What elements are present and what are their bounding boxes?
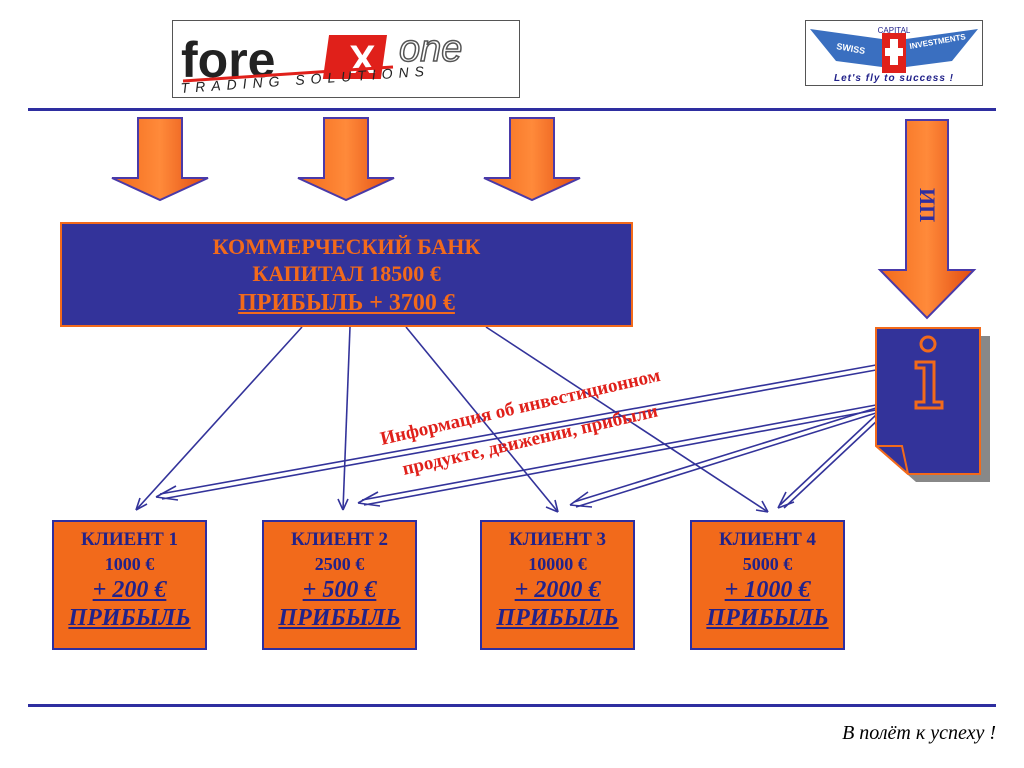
client-name: КЛИЕНТ 2	[290, 529, 389, 550]
ip-down-arrow	[877, 119, 977, 320]
client-profit-label: ПРИБЫЛЬ	[278, 605, 401, 631]
bank-to-client-lines	[135, 326, 769, 513]
bank-profit: ПРИБЫЛЬ + 3700 €	[238, 290, 455, 316]
forexone-logo: fore X one TRADING SOLUTIONS	[172, 20, 520, 98]
bank-line-client-4	[485, 326, 769, 513]
client-profit: + 200 €	[92, 577, 167, 603]
logo-wing-right	[906, 29, 978, 67]
bank-line-client-3	[405, 326, 559, 513]
logo-swoosh	[182, 65, 394, 83]
info-line-client-2a	[361, 404, 877, 501]
logo-capital: CAPITAL	[878, 26, 911, 35]
logo-wing-left	[810, 29, 882, 67]
client-capital: 2500 €	[314, 554, 365, 574]
info-document	[875, 327, 990, 482]
client-box-4: КЛИЕНТ 4 5000 € + 1000 € ПРИБЫЛЬ	[690, 520, 845, 650]
info-document-icon	[914, 335, 944, 410]
ip-label: ИП	[915, 187, 940, 223]
info-line-client-3a	[573, 407, 877, 503]
client-capital: 5000 €	[742, 554, 793, 574]
logo-cross-h	[885, 48, 903, 56]
bottom-divider	[28, 704, 996, 707]
info-to-client-lines	[155, 364, 881, 509]
info-line-client-4b	[783, 417, 881, 509]
down-arrow-1	[111, 117, 209, 202]
down-arrow-2	[297, 117, 395, 202]
footer-slogan: В полёт к успеху !	[842, 722, 996, 744]
client-name: КЛИЕНТ 4	[718, 529, 817, 550]
down-arrow-3	[483, 117, 581, 202]
bank-box: КОММЕРЧЕСКИЙ БАНК КАПИТАЛ 18500 € ПРИБЫЛ…	[60, 222, 633, 327]
info-doc-fold	[876, 445, 909, 475]
info-arrowhead-4	[777, 491, 795, 509]
bank-line-client-1	[135, 326, 303, 511]
client-box-2: КЛИЕНТ 2 2500 € + 500 € ПРИБЫЛЬ	[262, 520, 417, 650]
logo-word-x: X	[349, 38, 376, 82]
client-profit-label: ПРИБЫЛЬ	[496, 605, 619, 631]
logo-word-one: one	[399, 28, 462, 70]
info-arrowhead-3	[569, 491, 593, 508]
info-doc-body	[875, 327, 981, 475]
client-box-3: КЛИЕНТ 3 10000 € + 2000 € ПРИБЫЛЬ	[480, 520, 635, 650]
client-profit-label: ПРИБЫЛЬ	[706, 605, 829, 631]
client-capital: 1000 €	[104, 554, 155, 574]
bank-arrowhead-1	[135, 497, 148, 511]
top-divider	[28, 108, 996, 111]
info-line-client-2b	[363, 409, 877, 506]
bank-name: КОММЕРЧЕСКИЙ БАНК	[212, 234, 481, 259]
swiss-capital-logo-graphic: CAPITAL SWISS INVESTMENTS Let's fly to s…	[810, 26, 978, 84]
bank-arrowhead-2	[337, 498, 349, 511]
info-line-client-1b	[161, 369, 877, 500]
bank-arrowhead-3	[545, 499, 559, 513]
client-profit: + 1000 €	[724, 577, 811, 603]
bank-capital: КАПИТАЛ 18500 €	[252, 261, 441, 286]
client-name: КЛИЕНТ 3	[508, 529, 607, 550]
bank-arrowhead-4	[755, 500, 769, 513]
logo-slogan: Let's fly to success !	[834, 73, 954, 84]
client-box-1: КЛИЕНТ 1 1000 € + 200 € ПРИБЫЛЬ	[52, 520, 207, 650]
bank-line-client-2	[342, 326, 351, 511]
client-name: КЛИЕНТ 1	[80, 529, 179, 550]
info-line-client-3b	[575, 412, 877, 508]
info-arrowhead-2	[357, 491, 381, 507]
client-profit: + 500 €	[302, 577, 377, 603]
info-arrowhead-1	[155, 485, 179, 501]
client-capital: 10000 €	[528, 554, 587, 574]
client-profit: + 2000 €	[514, 577, 601, 603]
client-profit-label: ПРИБЫЛЬ	[68, 605, 191, 631]
info-line-client-1a	[159, 364, 877, 495]
swiss-capital-logo: CAPITAL SWISS INVESTMENTS Let's fly to s…	[805, 20, 983, 86]
logo-swiss: SWISS	[836, 41, 866, 56]
forexone-logo-graphic: fore X one TRADING SOLUTIONS	[180, 27, 463, 96]
info-line-client-4a	[779, 414, 877, 506]
